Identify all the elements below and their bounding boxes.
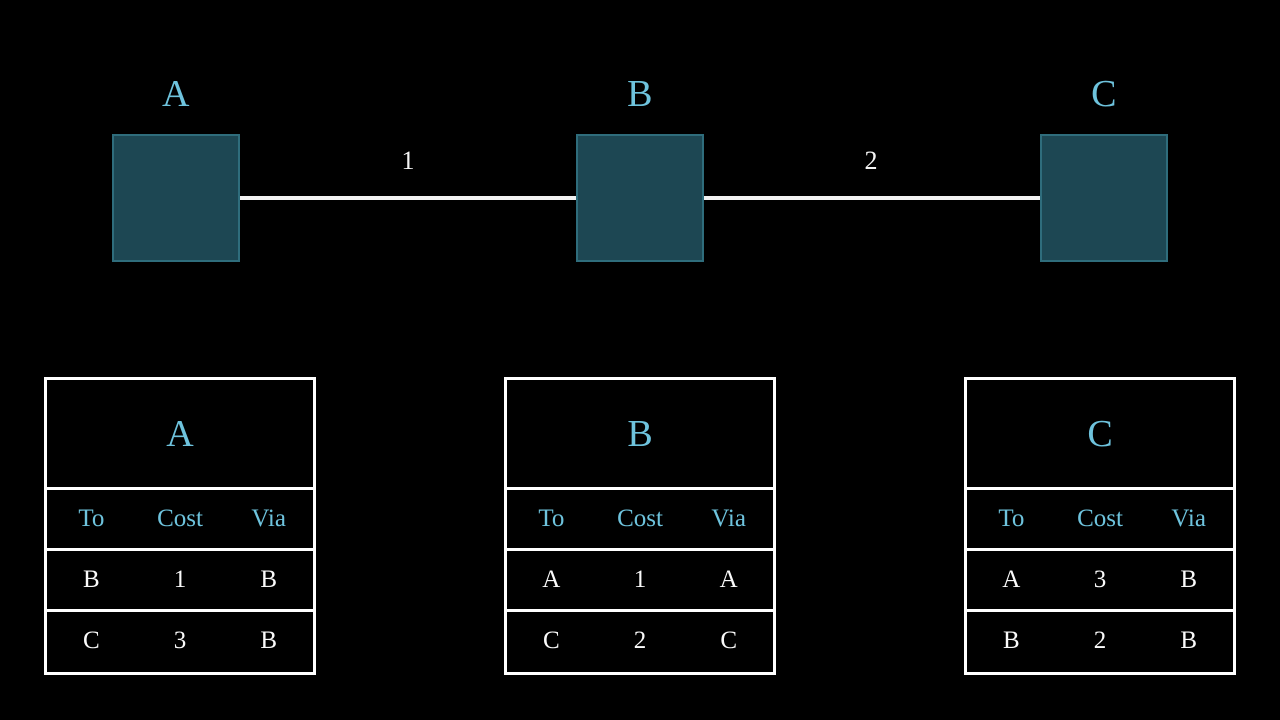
- cell-cost: 1: [173, 566, 187, 593]
- routing-table-b-title-text: B: [627, 412, 653, 455]
- cell-to: C: [82, 627, 100, 654]
- routing-table-a-header: To Cost Via: [47, 490, 313, 551]
- table-row: C 2 C: [507, 612, 773, 670]
- routing-table-a-title-text: A: [166, 412, 194, 455]
- node-a-box[interactable]: [112, 134, 240, 262]
- column-header-to: To: [78, 505, 105, 532]
- routing-table-b: B To Cost Via A 1 A C 2 C: [504, 377, 776, 675]
- network-topology: 1 2 A B C: [0, 0, 1280, 330]
- routing-table-c-header: To Cost Via: [967, 490, 1233, 551]
- node-a[interactable]: A: [96, 0, 256, 300]
- table-row: B 1 B: [47, 551, 313, 612]
- cell-via: C: [720, 627, 738, 654]
- edge-a-b-line: [240, 196, 576, 200]
- cell-to: B: [1002, 627, 1020, 654]
- cell-via: B: [1180, 566, 1198, 593]
- cell-to: B: [82, 566, 100, 593]
- cell-cost: 2: [633, 627, 647, 654]
- routing-table-a: A To Cost Via B 1 B C 3 B: [44, 377, 316, 675]
- column-header-to: To: [538, 505, 565, 532]
- table-row: A 3 B: [967, 551, 1233, 612]
- node-b-box[interactable]: [576, 134, 704, 262]
- routing-table-a-title: A: [47, 380, 313, 490]
- column-header-to: To: [998, 505, 1025, 532]
- node-b-label: B: [627, 73, 653, 115]
- cell-via: B: [1180, 627, 1198, 654]
- node-c[interactable]: C: [1024, 0, 1184, 300]
- cell-to: A: [542, 566, 561, 593]
- column-header-via: Via: [1171, 505, 1206, 532]
- node-b[interactable]: B: [560, 0, 720, 300]
- edge-b-c-weight: 2: [864, 146, 878, 175]
- cell-cost: 1: [633, 566, 647, 593]
- cell-via: B: [260, 566, 278, 593]
- node-c-label: C: [1091, 73, 1117, 115]
- cell-cost: 3: [173, 627, 187, 654]
- column-header-cost: Cost: [1077, 505, 1123, 532]
- table-row: B 2 B: [967, 612, 1233, 670]
- cell-via: A: [719, 566, 738, 593]
- column-header-cost: Cost: [617, 505, 663, 532]
- cell-cost: 3: [1093, 566, 1107, 593]
- cell-cost: 2: [1093, 627, 1107, 654]
- cell-via: B: [260, 627, 278, 654]
- cell-to: C: [542, 627, 560, 654]
- edge-a-b-weight: 1: [401, 146, 415, 175]
- table-row: C 3 B: [47, 612, 313, 670]
- routing-table-c-title: C: [967, 380, 1233, 490]
- cell-to: A: [1002, 566, 1021, 593]
- node-a-label: A: [162, 73, 190, 115]
- routing-tables: A To Cost Via B 1 B C 3 B B: [0, 377, 1280, 677]
- edge-b-c-line: [704, 196, 1040, 200]
- routing-table-b-header: To Cost Via: [507, 490, 773, 551]
- routing-table-b-title: B: [507, 380, 773, 490]
- table-row: A 1 A: [507, 551, 773, 612]
- routing-table-c-title-text: C: [1087, 412, 1113, 455]
- column-header-via: Via: [251, 505, 286, 532]
- routing-table-c: C To Cost Via A 3 B B 2 B: [964, 377, 1236, 675]
- column-header-via: Via: [711, 505, 746, 532]
- column-header-cost: Cost: [157, 505, 203, 532]
- node-c-box[interactable]: [1040, 134, 1168, 262]
